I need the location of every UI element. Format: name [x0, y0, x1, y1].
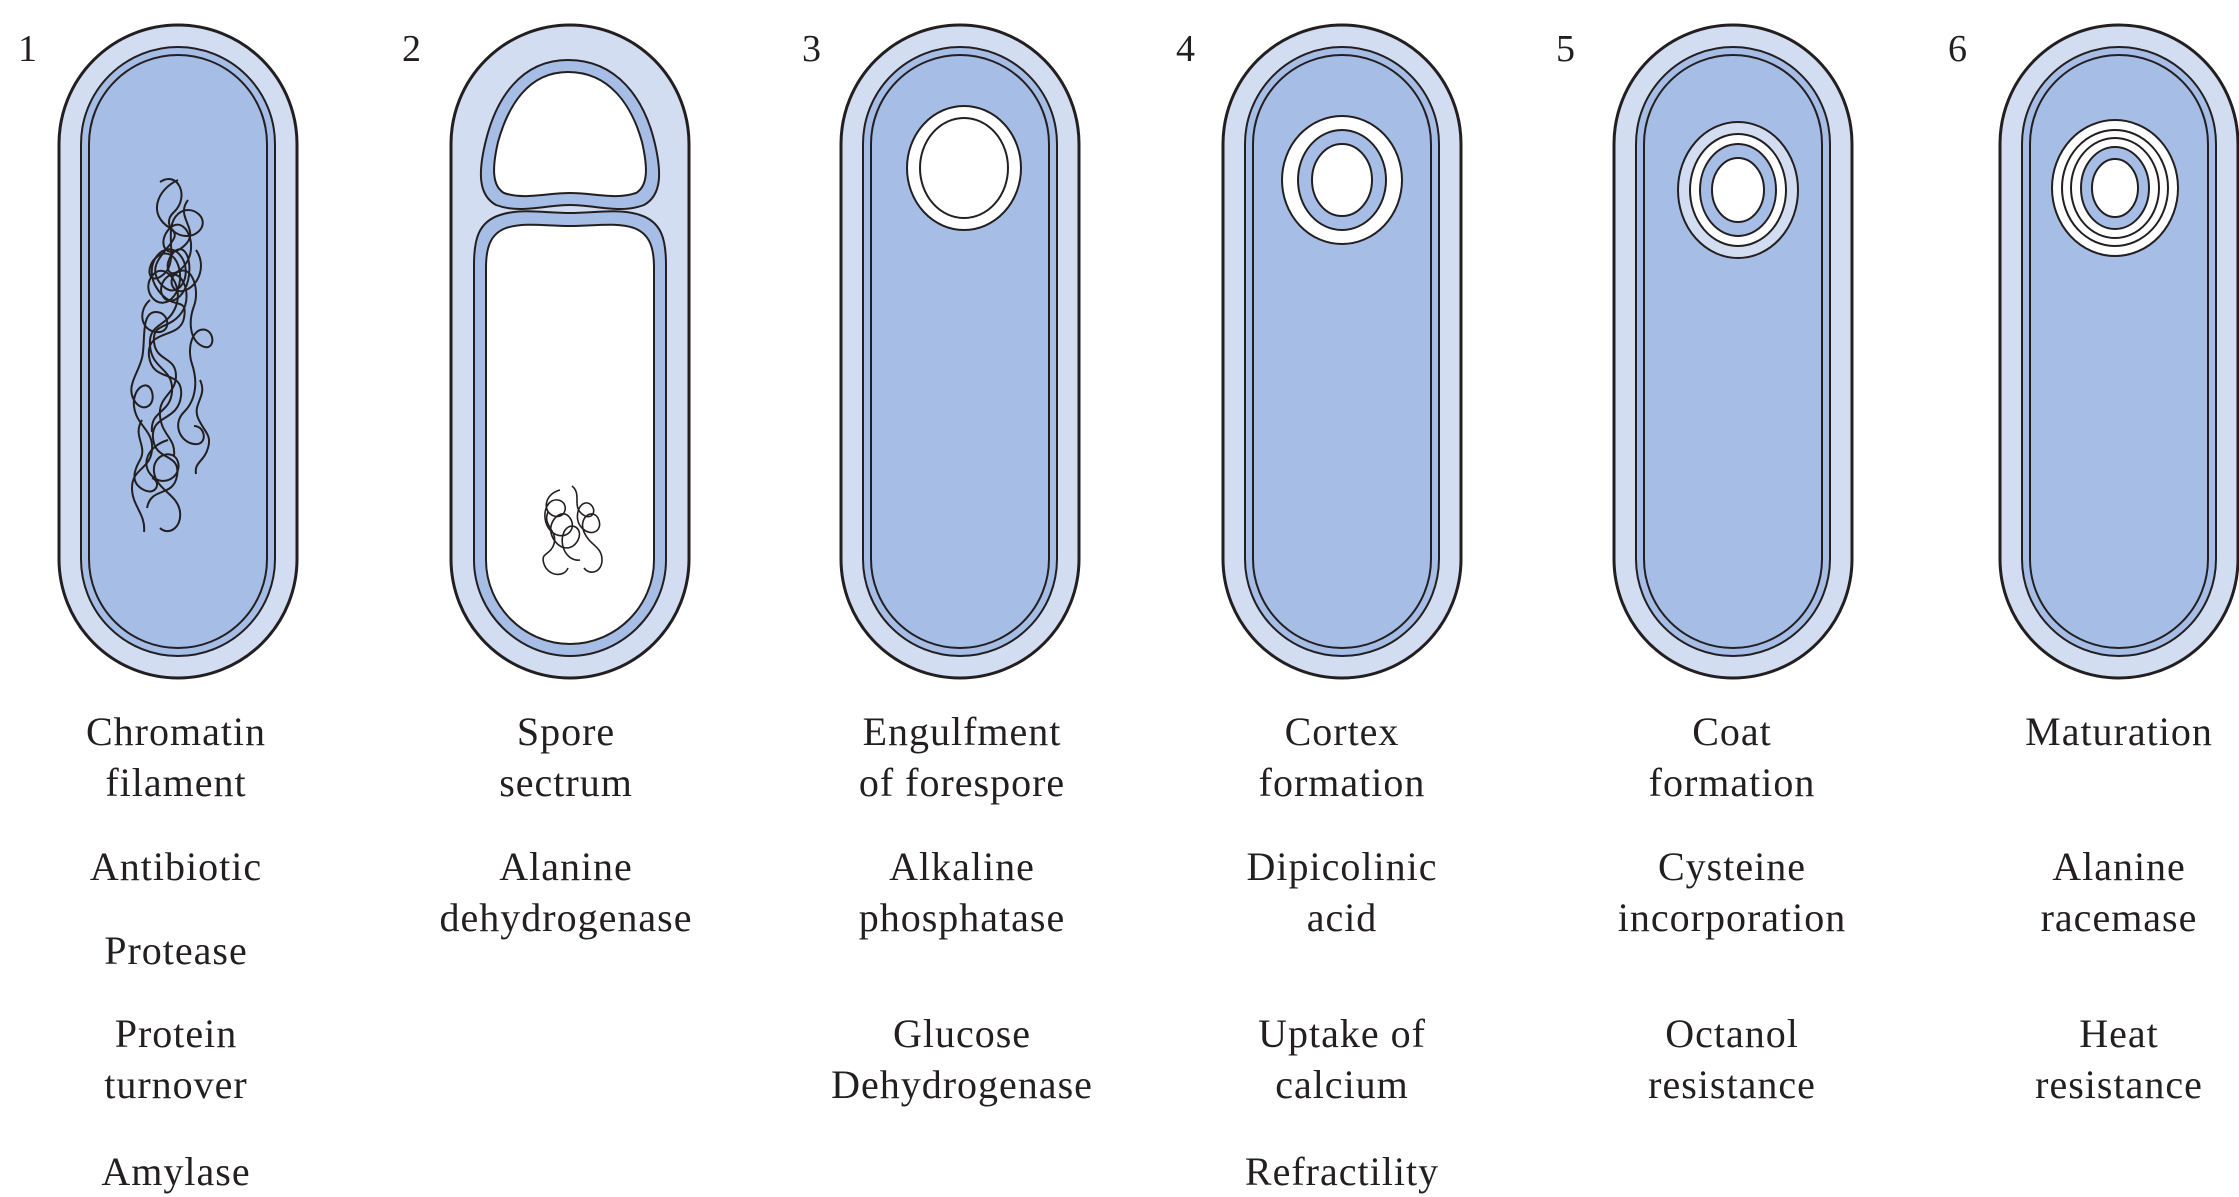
- stage-3-event-1: Alkaline phosphatase: [772, 841, 1152, 943]
- forespore-inner-membrane: [920, 118, 1008, 218]
- stage-1-event-2: Protease: [0, 925, 366, 976]
- cell-stage-2: [451, 25, 689, 678]
- stage-5-title: Coat formation: [1542, 706, 1922, 808]
- stage-1-event-4: Amylase: [0, 1146, 366, 1197]
- stage-2-event-1: Alanine dehydrogenase: [376, 841, 756, 943]
- stage-4-title: Cortex formation: [1152, 706, 1532, 808]
- stage-number-1: 1: [18, 30, 37, 68]
- stage-4-event-1: Dipicolinic acid: [1152, 841, 1532, 943]
- stage-3-event-2: Glucose Dehydrogenase: [772, 1008, 1152, 1110]
- spore-core-icon: [2092, 159, 2138, 217]
- stage-3-title: Engulfment of forespore: [772, 706, 1152, 808]
- stage-number-2: 2: [402, 30, 421, 68]
- stage-2-title: Spore sectrum: [376, 706, 756, 808]
- cell-stage-4: [1223, 25, 1461, 678]
- mother-cell-interior: [486, 225, 654, 644]
- stage-5-event-1: Cysteine incorporation: [1542, 841, 1922, 943]
- stage-number-5: 5: [1556, 30, 1575, 68]
- cell-1-membrane: [81, 47, 275, 656]
- cell-stage-5: [1614, 25, 1852, 678]
- stage-1-event-1: Antibiotic: [0, 841, 366, 892]
- stage-4-event-3: Refractility: [1152, 1146, 1532, 1197]
- spore-core-icon: [1712, 158, 1764, 222]
- spore-core-icon: [1312, 144, 1372, 216]
- stage-5-event-2: Octanol resistance: [1542, 1008, 1922, 1110]
- cell-stage-6: [2000, 25, 2238, 678]
- stage-6-event-1: Alanine racemase: [1929, 841, 2239, 943]
- stage-4-event-2: Uptake of calcium: [1152, 1008, 1532, 1110]
- stage-number-6: 6: [1948, 30, 1967, 68]
- cell-stage-3: [841, 25, 1079, 678]
- stage-6-title: Maturation: [1929, 706, 2239, 757]
- stage-1-title: Chromatin filament: [0, 706, 366, 808]
- stage-6-event-2: Heat resistance: [1929, 1008, 2239, 1110]
- stage-number-3: 3: [802, 30, 821, 68]
- stage-number-4: 4: [1176, 30, 1195, 68]
- cell-stage-1: [59, 25, 297, 678]
- stage-1-event-3: Protein turnover: [0, 1008, 366, 1110]
